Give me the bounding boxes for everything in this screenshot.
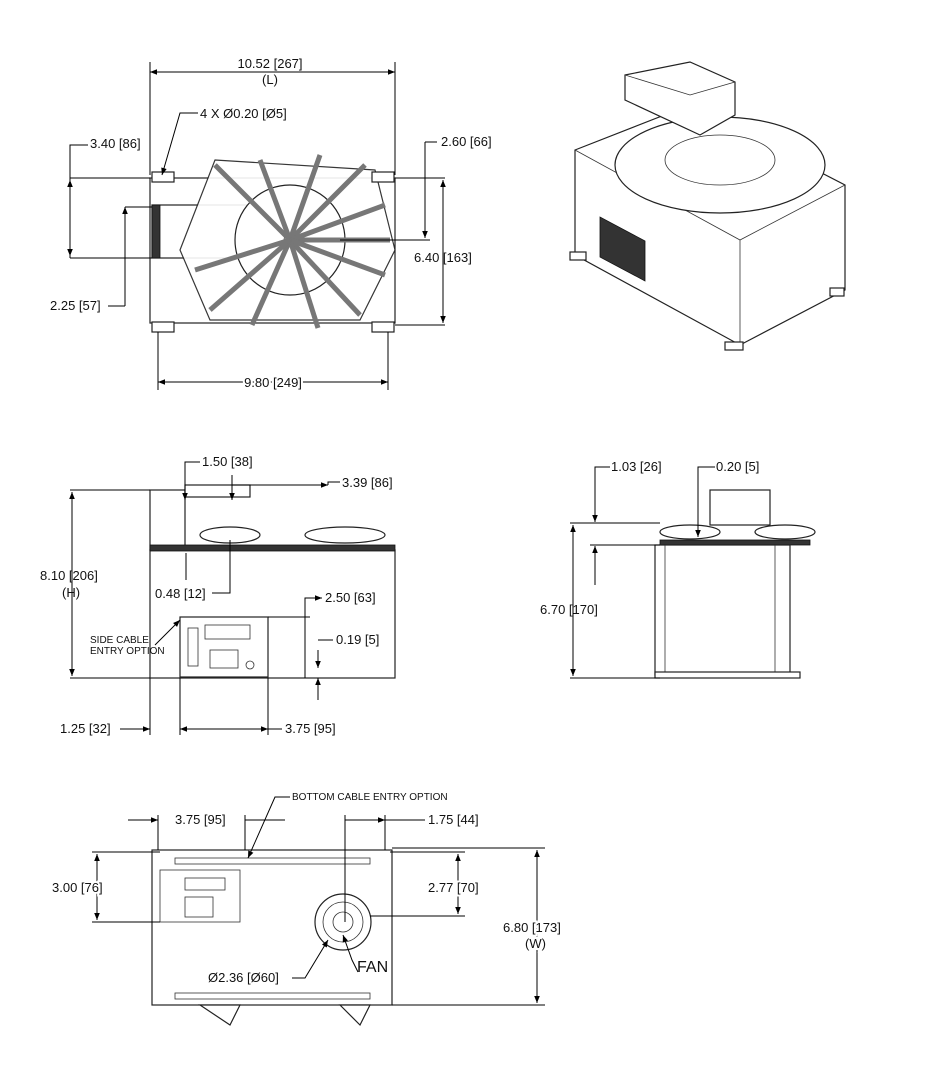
length-tag: (L) [262,72,278,87]
bottom-cable-label: BOTTOM CABLE ENTRY OPTION [292,792,448,803]
front-view: 8.10 [206] (H) 1.50 [38] 3.39 [86] 0.48 … [40,454,396,736]
height-dim: 8.10 [206] [40,568,98,583]
side-cable-label-line2: ENTRY OPTION [90,646,165,657]
plate-thickness-dim: 0.20 [5] [716,459,759,474]
fan-diameter-dim: Ø2.36 [Ø60] [208,970,279,985]
bottom-panel-width-dim: 3.75 [95] [175,812,226,827]
isometric-view [569,61,846,351]
width-tag: (W) [525,936,546,951]
carousel-offset-dim: 3.39 [86] [342,475,393,490]
panel-bottom-dim: 0.19 [5] [336,632,379,647]
length-dim: 10.52 [267] [237,56,302,71]
fan-offset-x-dim: 1.75 [44] [428,812,479,827]
top-view: 10.52 [267] (L) 4 X Ø0.20 [Ø5] 3.40 [86]… [50,56,492,392]
height-tag: (H) [62,585,80,600]
holes-dim: 4 X Ø0.20 [Ø5] [200,106,287,121]
plate-offset-dim: 0.48 [12] [155,586,206,601]
fan-label: FAN [357,959,388,976]
panel-width-dim: 3.75 [95] [285,721,336,736]
side-view: 6.70 [170] 1.03 [26] 0.20 [5] [540,459,816,679]
bottom-view: BOTTOM CABLE ENTRY OPTION 3.75 [95] 1.75… [50,792,563,1027]
panel-height-dim: 2.50 [63] [325,590,376,605]
width-dim: 6.80 [173] [503,920,561,935]
side-height-dim: 6.70 [170] [540,602,598,617]
fan-offset-y-dim: 2.77 [70] [428,880,479,895]
box-height-dim: 2.25 [57] [50,298,101,313]
foot-span-dim: 9.80 [249] [244,375,302,390]
top-offset-dim: 1.03 [26] [611,459,662,474]
panel-left-dim: 1.25 [32] [60,721,111,736]
box-width-dim: 1.50 [38] [202,454,253,469]
offset-right-dim: 2.60 [66] [441,134,492,149]
bottom-panel-height-dim: 3.00 [76] [52,880,103,895]
depth-dim: 6.40 [163] [414,250,472,265]
offset-left-dim: 3.40 [86] [90,136,141,151]
side-cable-label-line1: SIDE CABLE [90,635,149,646]
